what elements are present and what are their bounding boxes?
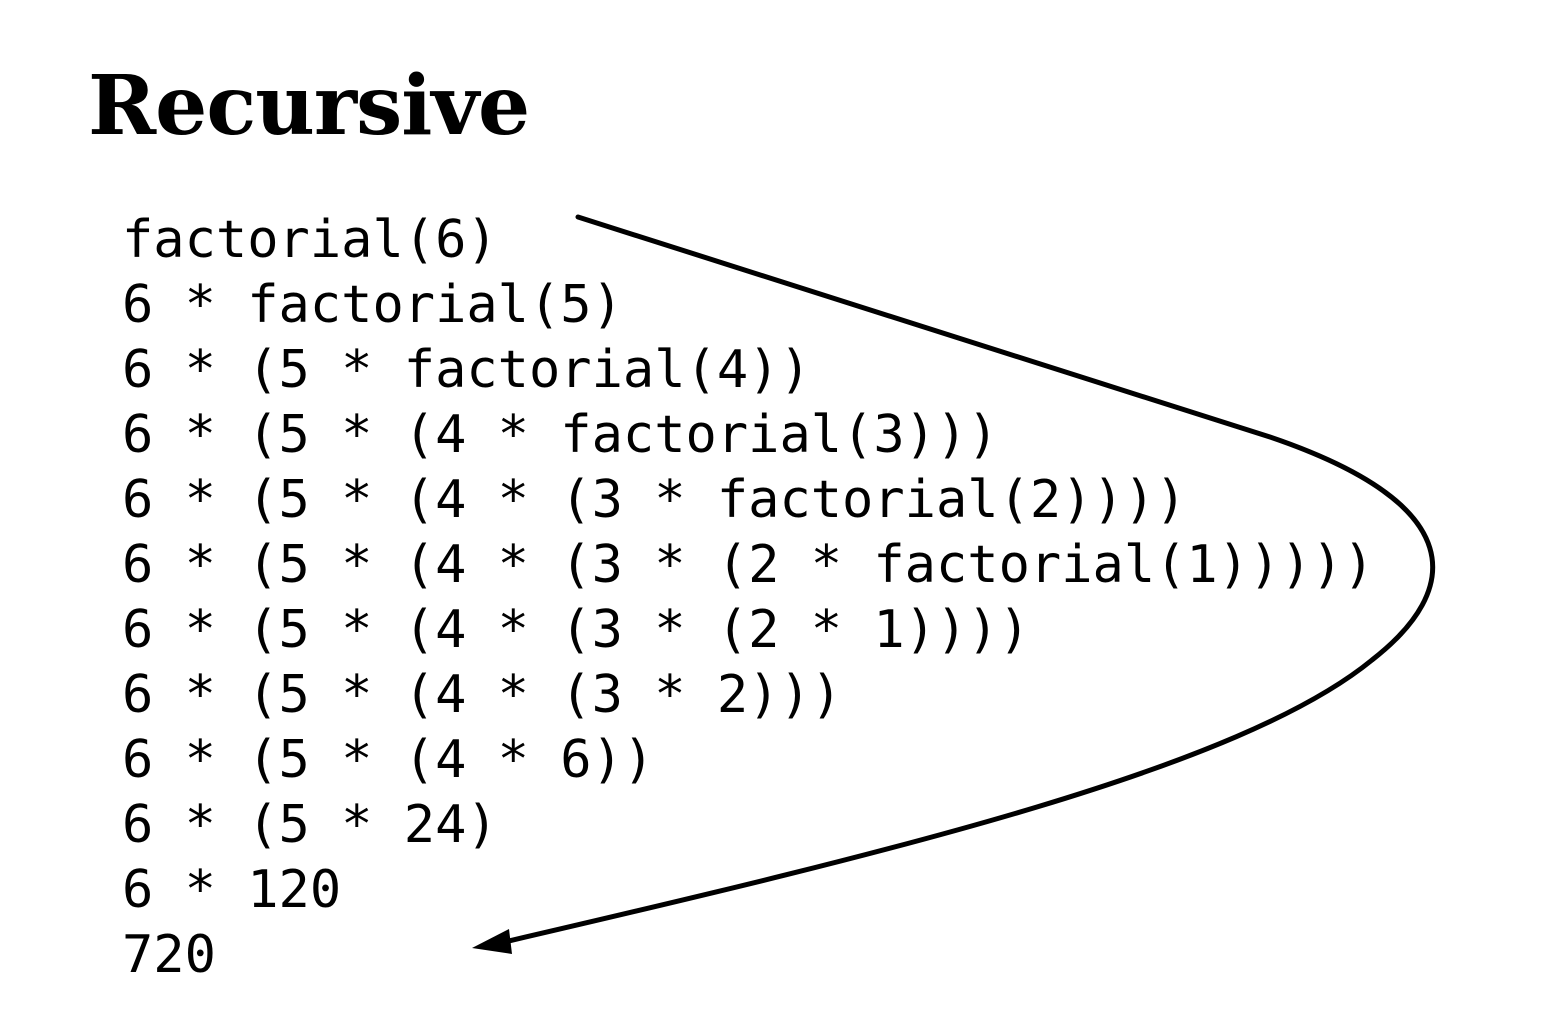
trace-line-10: 6 * (5 * 24) [122,795,498,855]
trace-line-5: 6 * (5 * (4 * (3 * factorial(2)))) [122,470,1187,530]
trace-line-11: 6 * 120 [122,860,342,920]
trace-line-1: factorial(6) [122,210,498,270]
trace-line-8: 6 * (5 * (4 * (3 * 2))) [122,665,843,725]
trace-line-4: 6 * (5 * (4 * factorial(3))) [122,405,999,465]
recursion-trace: factorial(6) 6 * factorial(5) 6 * (5 * f… [122,208,1374,988]
trace-line-6: 6 * (5 * (4 * (3 * (2 * factorial(1))))) [122,535,1375,595]
trace-line-12: 720 [122,925,216,985]
trace-line-9: 6 * (5 * (4 * 6)) [122,730,655,790]
trace-line-7: 6 * (5 * (4 * (3 * (2 * 1)))) [122,600,1030,660]
trace-line-3: 6 * (5 * factorial(4)) [122,340,811,400]
page-title: Recursive [88,58,530,154]
trace-line-2: 6 * factorial(5) [122,275,623,335]
